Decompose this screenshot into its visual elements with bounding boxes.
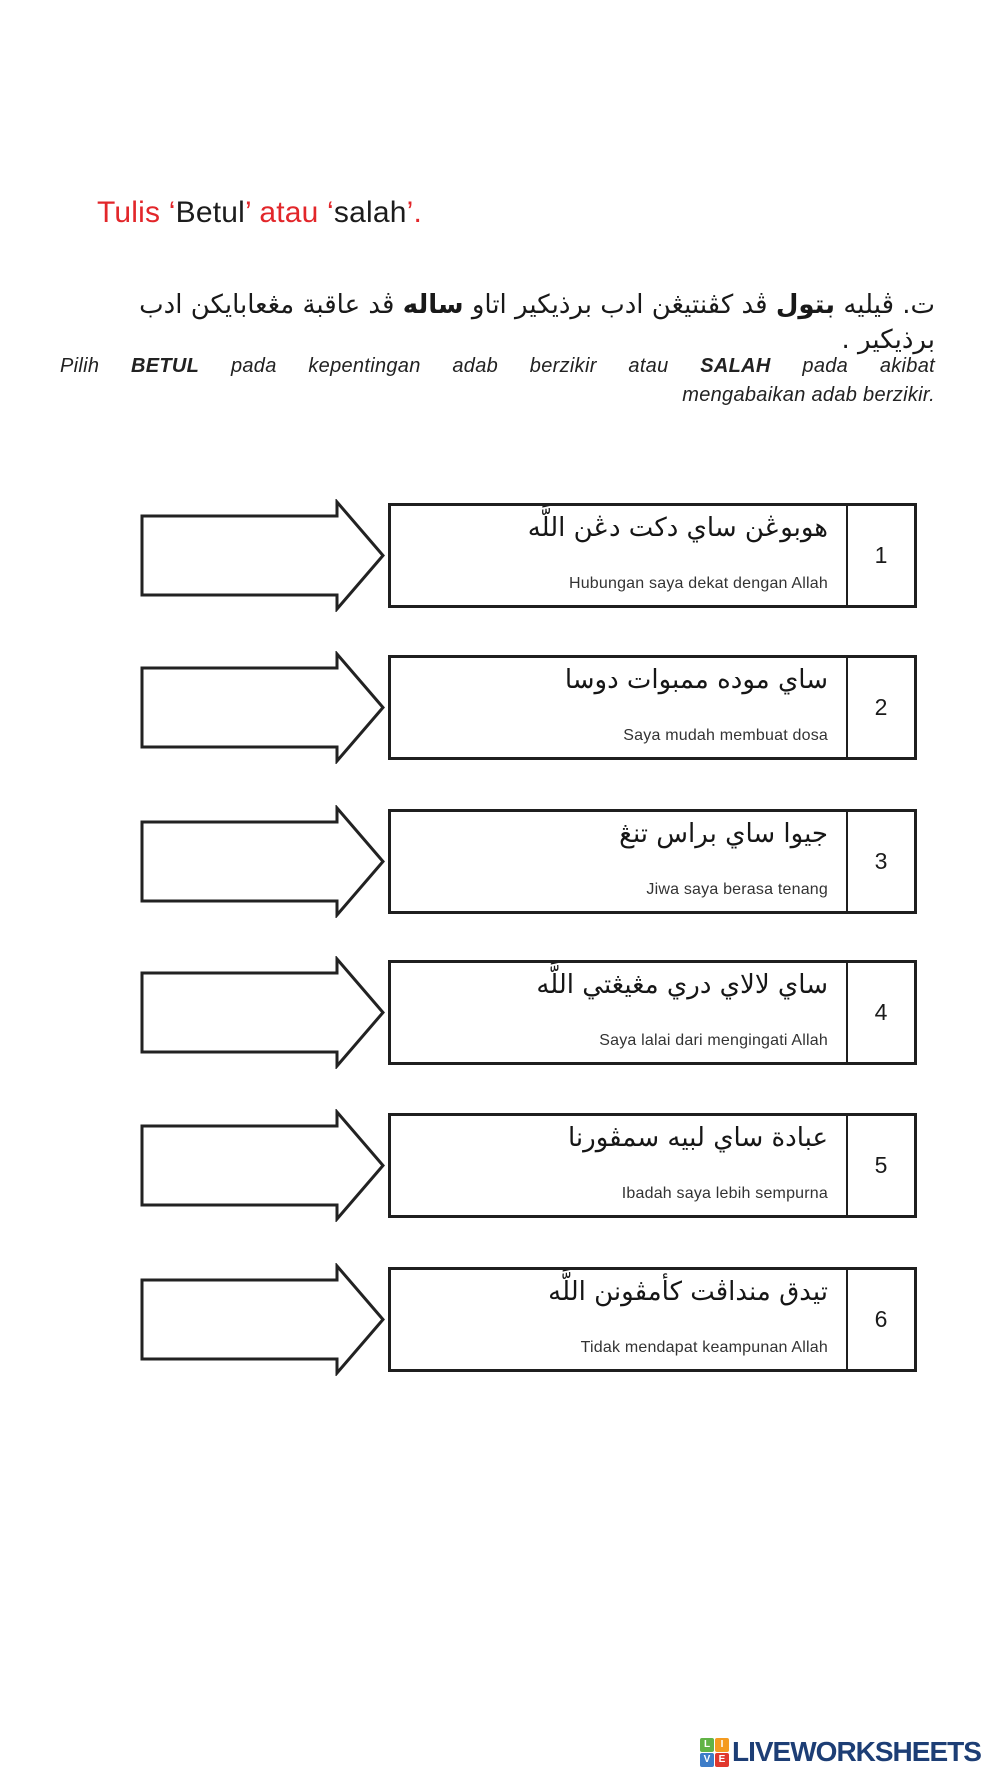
item-box: ساي لالاي دري مڠيڠتي اللَّه Saya lalai d… (388, 960, 917, 1065)
item-jawi-text: ساي موده ممبوات دوسا (564, 665, 828, 695)
item-number: 3 (846, 812, 914, 911)
item-malay-text: Tidak mendapat keampunan Allah (580, 1339, 828, 1356)
logo-wordmark: LIVEWORKSHEETS (732, 1736, 982, 1767)
item-jawi-text: جيوا ساي براس تنڠ (619, 819, 828, 849)
item-malay-text: Jiwa saya berasa tenang (646, 881, 828, 898)
logo-square-v: V (700, 1752, 714, 1767)
item-malay-text: Saya lalai dari mengingati Allah (599, 1032, 828, 1049)
item-box: هوبوڠن ساي دكت دڠن اللَّه Hubungan saya … (388, 503, 917, 608)
logo-square-l: L (700, 1737, 714, 1752)
answer-arrow[interactable] (140, 499, 385, 612)
item-number: 6 (846, 1270, 914, 1369)
item-malay-text: Ibadah saya lebih sempurna (621, 1185, 828, 1202)
item-jawi-text: ساي لالاي دري مڠيڠتي اللَّه (536, 970, 828, 1000)
jawi-instruction: ت. ڤيليه بتول ڤد كڤنتيڠن ادب برذيكير اتا… (139, 290, 935, 356)
item-box: ساي موده ممبوات دوسا Saya mudah membuat … (388, 655, 917, 760)
item-number: 1 (846, 506, 914, 605)
worksheet-title: Tulis ‘Betul’ atau ‘salah’. (97, 196, 423, 229)
item-box: عبادة ساي لبيه سمڤورنا Ibadah saya lebih… (388, 1113, 917, 1218)
answer-arrow[interactable] (140, 1263, 385, 1376)
item-row: ساي لالاي دري مڠيڠتي اللَّه Saya lalai d… (0, 956, 1000, 1069)
item-number: 5 (846, 1116, 914, 1215)
item-row: ساي موده ممبوات دوسا Saya mudah membuat … (0, 651, 1000, 764)
item-row: هوبوڠن ساي دكت دڠن اللَّه Hubungan saya … (0, 499, 1000, 612)
item-number: 4 (846, 963, 914, 1062)
malay-instruction-line1: Pilih BETUL pada kepentingan adab berzik… (60, 355, 935, 377)
logo-square-e: E (715, 1752, 729, 1767)
item-box: تيدق منداڤت كأمڤونن اللَّه Tidak mendapa… (388, 1267, 917, 1372)
answer-arrow[interactable] (140, 956, 385, 1069)
item-row: جيوا ساي براس تنڠ Jiwa saya berasa tenan… (0, 805, 1000, 918)
item-jawi-text: عبادة ساي لبيه سمڤورنا (568, 1123, 828, 1153)
answer-arrow[interactable] (140, 1109, 385, 1222)
item-number: 2 (846, 658, 914, 757)
answer-arrow[interactable] (140, 805, 385, 918)
liveworksheets-icon: L I V E (700, 1737, 729, 1767)
malay-instruction-line2: mengabaikan adab berzikir. (682, 384, 935, 406)
malay-instruction: Pilih BETUL pada kepentingan adab berzik… (60, 352, 935, 410)
answer-arrow[interactable] (140, 651, 385, 764)
item-malay-text: Saya mudah membuat dosa (623, 727, 828, 744)
item-jawi-text: تيدق منداڤت كأمڤونن اللَّه (548, 1277, 828, 1307)
item-box: جيوا ساي براس تنڠ Jiwa saya berasa tenan… (388, 809, 917, 914)
liveworksheets-logo: L I V E LIVEWORKSHEETS (700, 1736, 982, 1768)
item-row: تيدق منداڤت كأمڤونن اللَّه Tidak mendapa… (0, 1263, 1000, 1376)
item-malay-text: Hubungan saya dekat dengan Allah (568, 575, 828, 592)
item-row: عبادة ساي لبيه سمڤورنا Ibadah saya lebih… (0, 1109, 1000, 1222)
logo-square-i: I (715, 1737, 729, 1752)
item-jawi-text: هوبوڠن ساي دكت دڠن اللَّه (527, 513, 828, 543)
